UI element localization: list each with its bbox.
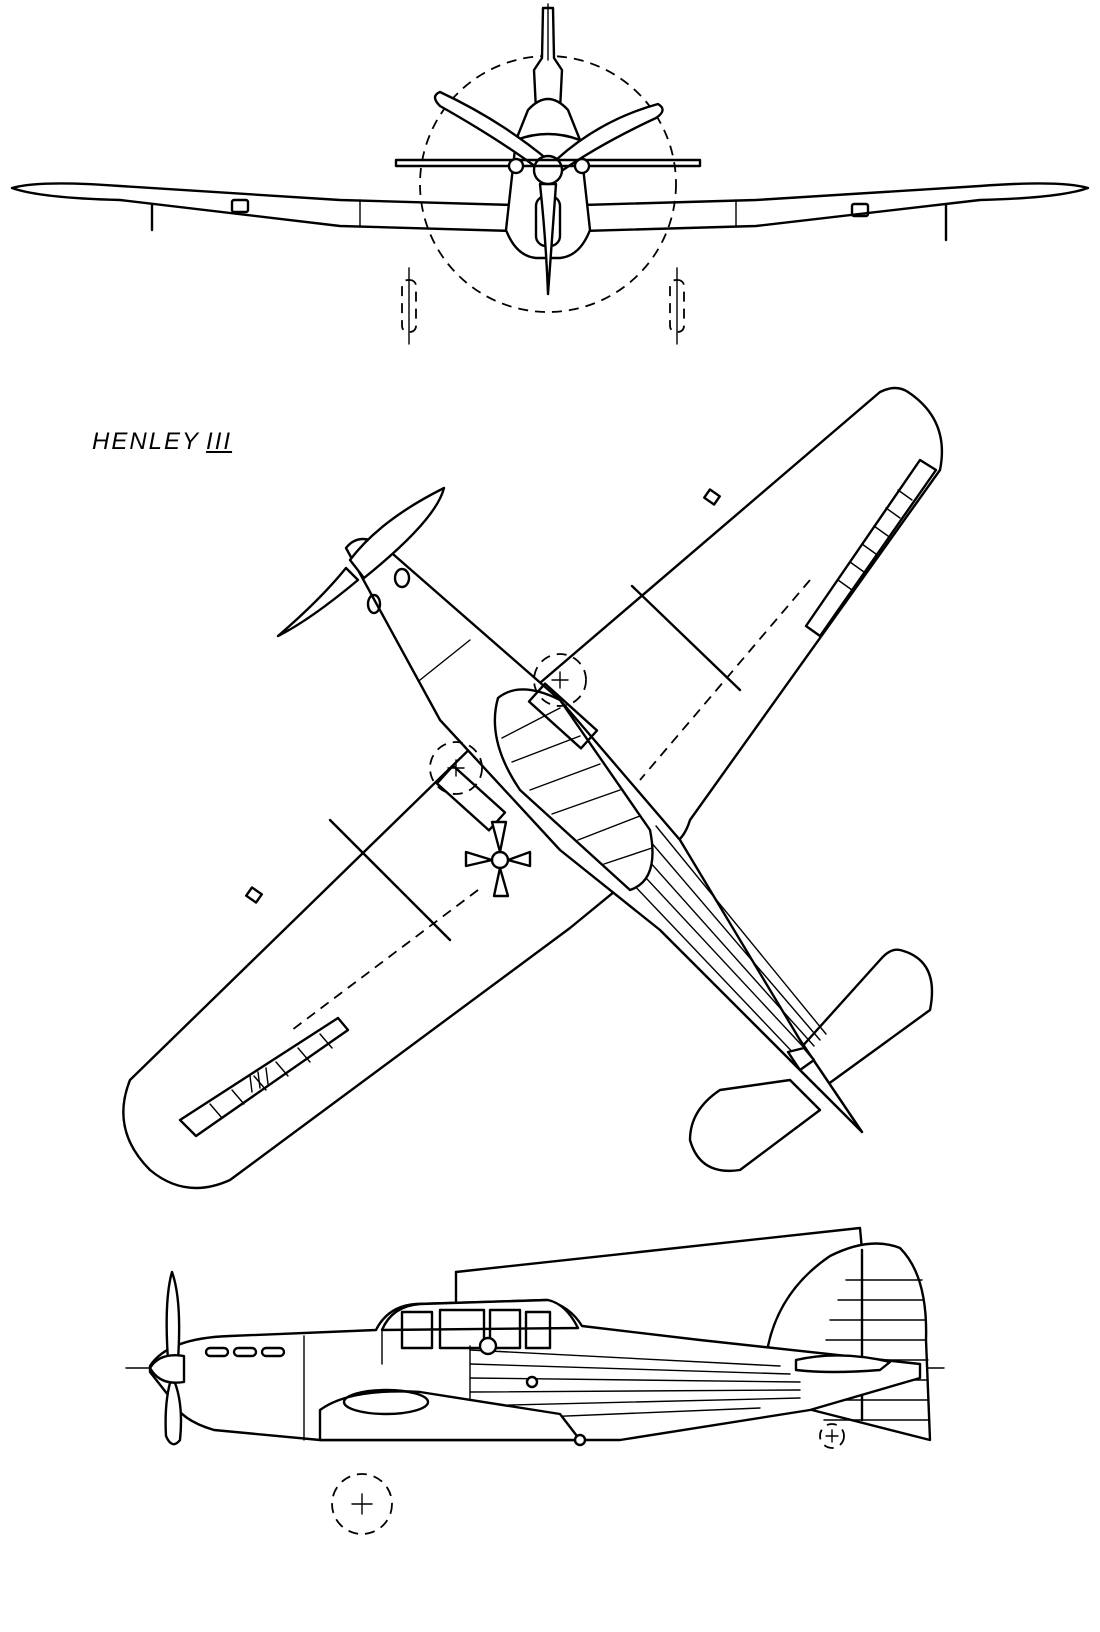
side-canopy [380, 1298, 580, 1332]
plan-flap-left [178, 1016, 350, 1138]
plan-view [122, 386, 944, 1190]
plan-exhaust-1 [393, 567, 411, 589]
plan-spar-right [639, 579, 811, 781]
front-spinner [532, 154, 564, 186]
plan-tailwheel [786, 1046, 816, 1072]
front-hub-left [507, 157, 525, 175]
plan-wing-fold-left [328, 818, 452, 942]
side-main-wheel [331, 1473, 393, 1535]
front-tailplane [394, 158, 702, 168]
front-propeller-blade-left [433, 90, 550, 172]
plan-wing-fold-right [630, 584, 742, 692]
plan-serial-marks [249, 1067, 269, 1093]
front-wing [10, 182, 1090, 234]
side-wing-root [318, 1390, 582, 1442]
plan-spar-left [291, 889, 479, 1031]
plan-gear-bay-right [527, 682, 599, 750]
plan-propeller-blade-top [348, 486, 446, 580]
side-hook [573, 1433, 587, 1447]
plan-wing-light-left [245, 886, 263, 904]
plan-tailplane-right [788, 948, 934, 1092]
plan-wing-flaps [178, 458, 938, 1138]
plan-winch-propeller [464, 820, 532, 898]
plan-wing-light-right [703, 488, 721, 506]
front-hub-right [573, 157, 591, 175]
side-tail-wheel [819, 1423, 845, 1449]
front-wing-light-left [230, 198, 250, 214]
side-spinner [148, 1354, 186, 1384]
side-aerial-wire [454, 1226, 864, 1274]
side-canopy-frames [400, 1308, 552, 1350]
plan-flap-right [804, 458, 938, 638]
front-view [10, 3, 1090, 345]
side-radiator [342, 1388, 430, 1416]
plan-gear-left [429, 741, 483, 795]
front-canopy [514, 97, 582, 142]
plan-tailplane-left [688, 1078, 822, 1173]
plan-canopy [493, 688, 654, 892]
plan-gear-right [533, 653, 587, 707]
side-propeller-blade-bottom [164, 1374, 183, 1446]
aircraft-name: HENLEY [92, 428, 201, 455]
side-tailplane [794, 1354, 892, 1374]
front-wing-light-right [850, 202, 870, 218]
plan-propeller-blade-bottom [276, 566, 360, 638]
side-access-hatch [525, 1375, 539, 1389]
plan-cowl-joint [419, 639, 471, 681]
side-view [125, 1226, 945, 1535]
plan-fuselage-stringers [609, 825, 827, 1061]
front-propeller-blade-bottom [538, 182, 558, 296]
plan-canopy-frames [501, 707, 653, 865]
plan-exhaust-2 [366, 593, 382, 615]
aircraft-mark: III [206, 428, 233, 455]
side-crew-head [478, 1336, 498, 1356]
front-propeller-blade-right [554, 102, 664, 174]
side-exhausts [204, 1346, 286, 1358]
